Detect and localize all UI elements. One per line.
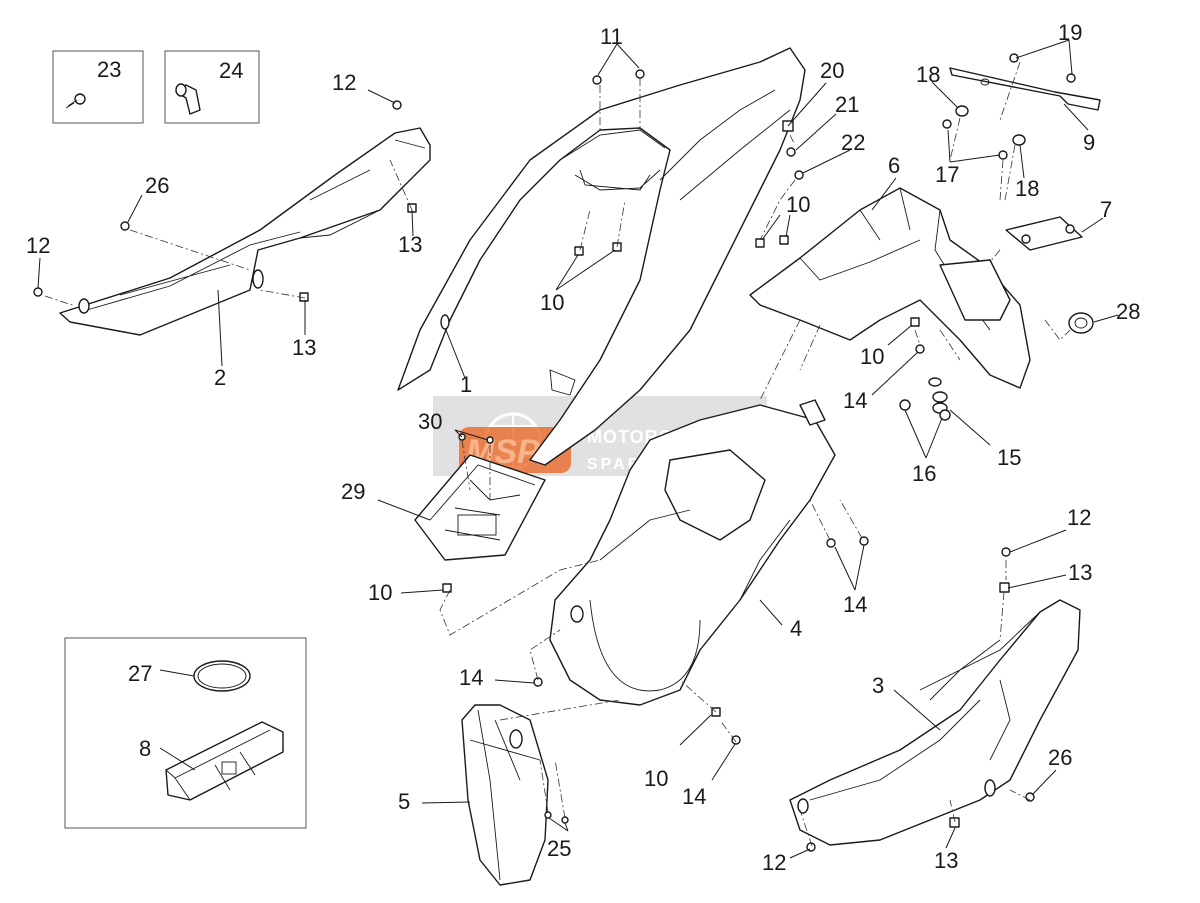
callout-label-12b: 12 bbox=[26, 233, 50, 258]
callout-label-18a: 18 bbox=[916, 62, 940, 87]
callout-label-16: 16 bbox=[912, 461, 936, 486]
callout-label-30: 30 bbox=[418, 409, 442, 434]
callout-label-10e: 10 bbox=[644, 766, 668, 791]
grommet-28 bbox=[1068, 312, 1094, 334]
callout-label-27: 27 bbox=[128, 661, 152, 686]
battery-box-29 bbox=[414, 454, 546, 561]
inset-box-24 bbox=[164, 50, 260, 124]
inset-box-27-8 bbox=[64, 637, 307, 829]
callout-label-14d: 14 bbox=[682, 784, 706, 809]
assembly-lines bbox=[44, 61, 1071, 847]
screw-23-icon bbox=[65, 93, 86, 109]
bracket-9 bbox=[949, 67, 1101, 111]
callout-label-24: 24 bbox=[219, 58, 243, 83]
callout-label-11: 11 bbox=[600, 24, 623, 49]
callout-label-14a: 14 bbox=[843, 388, 867, 413]
callout-label-13a: 13 bbox=[398, 232, 422, 257]
right-side-panel-3 bbox=[789, 599, 1081, 846]
callout-label-19: 19 bbox=[1058, 20, 1082, 45]
callout-label-2: 2 bbox=[214, 365, 226, 390]
callout-label-6: 6 bbox=[888, 153, 900, 178]
callout-label-26a: 26 bbox=[145, 173, 169, 198]
callout-label-9: 9 bbox=[1083, 130, 1095, 155]
callout-label-14c: 14 bbox=[459, 665, 483, 690]
callout-label-1: 1 bbox=[460, 372, 472, 397]
callout-label-5: 5 bbox=[398, 789, 410, 814]
callout-label-12d: 12 bbox=[762, 850, 786, 875]
leader-lines bbox=[37, 39, 1119, 859]
callout-label-15: 15 bbox=[997, 445, 1021, 470]
callout-label-13d: 13 bbox=[934, 848, 958, 873]
plate-holder-6 bbox=[749, 187, 1031, 389]
hugger-5 bbox=[461, 704, 549, 886]
part-labels: 1234567891010101010111212121213131313141… bbox=[26, 20, 1140, 875]
callout-label-8: 8 bbox=[139, 736, 151, 761]
callout-label-17: 17 bbox=[935, 162, 959, 187]
tool-tray-8 bbox=[165, 721, 284, 801]
callout-label-4: 4 bbox=[790, 616, 802, 641]
callout-label-10b: 10 bbox=[786, 192, 810, 217]
callout-label-13b: 13 bbox=[292, 335, 316, 360]
left-side-panel-2 bbox=[59, 127, 431, 336]
callout-label-21: 21 bbox=[835, 92, 859, 117]
callout-label-20: 20 bbox=[820, 58, 844, 83]
callout-label-18b: 18 bbox=[1015, 176, 1039, 201]
callout-label-26b: 26 bbox=[1048, 745, 1072, 770]
callout-label-28: 28 bbox=[1116, 299, 1140, 324]
callout-label-13c: 13 bbox=[1068, 560, 1092, 585]
clip-24-icon bbox=[175, 83, 201, 115]
callout-label-23: 23 bbox=[97, 57, 121, 82]
callout-label-3: 3 bbox=[872, 673, 884, 698]
callout-label-29: 29 bbox=[341, 479, 365, 504]
callout-label-22: 22 bbox=[841, 130, 865, 155]
callout-label-25: 25 bbox=[547, 836, 571, 861]
inset-box-23 bbox=[52, 50, 144, 124]
callout-label-10a: 10 bbox=[540, 290, 564, 315]
callout-label-7: 7 bbox=[1100, 197, 1112, 222]
o-ring-27-icon bbox=[193, 660, 251, 692]
callout-label-14b: 14 bbox=[843, 592, 867, 617]
callout-label-10c: 10 bbox=[860, 344, 884, 369]
tail-fairing-1 bbox=[397, 47, 806, 466]
callout-label-10d: 10 bbox=[368, 580, 392, 605]
inner-fender-4 bbox=[549, 399, 836, 706]
fasteners bbox=[33, 53, 1076, 852]
callout-label-12c: 12 bbox=[1067, 505, 1091, 530]
callout-label-12a: 12 bbox=[332, 70, 356, 95]
reflector-7 bbox=[1005, 216, 1083, 251]
